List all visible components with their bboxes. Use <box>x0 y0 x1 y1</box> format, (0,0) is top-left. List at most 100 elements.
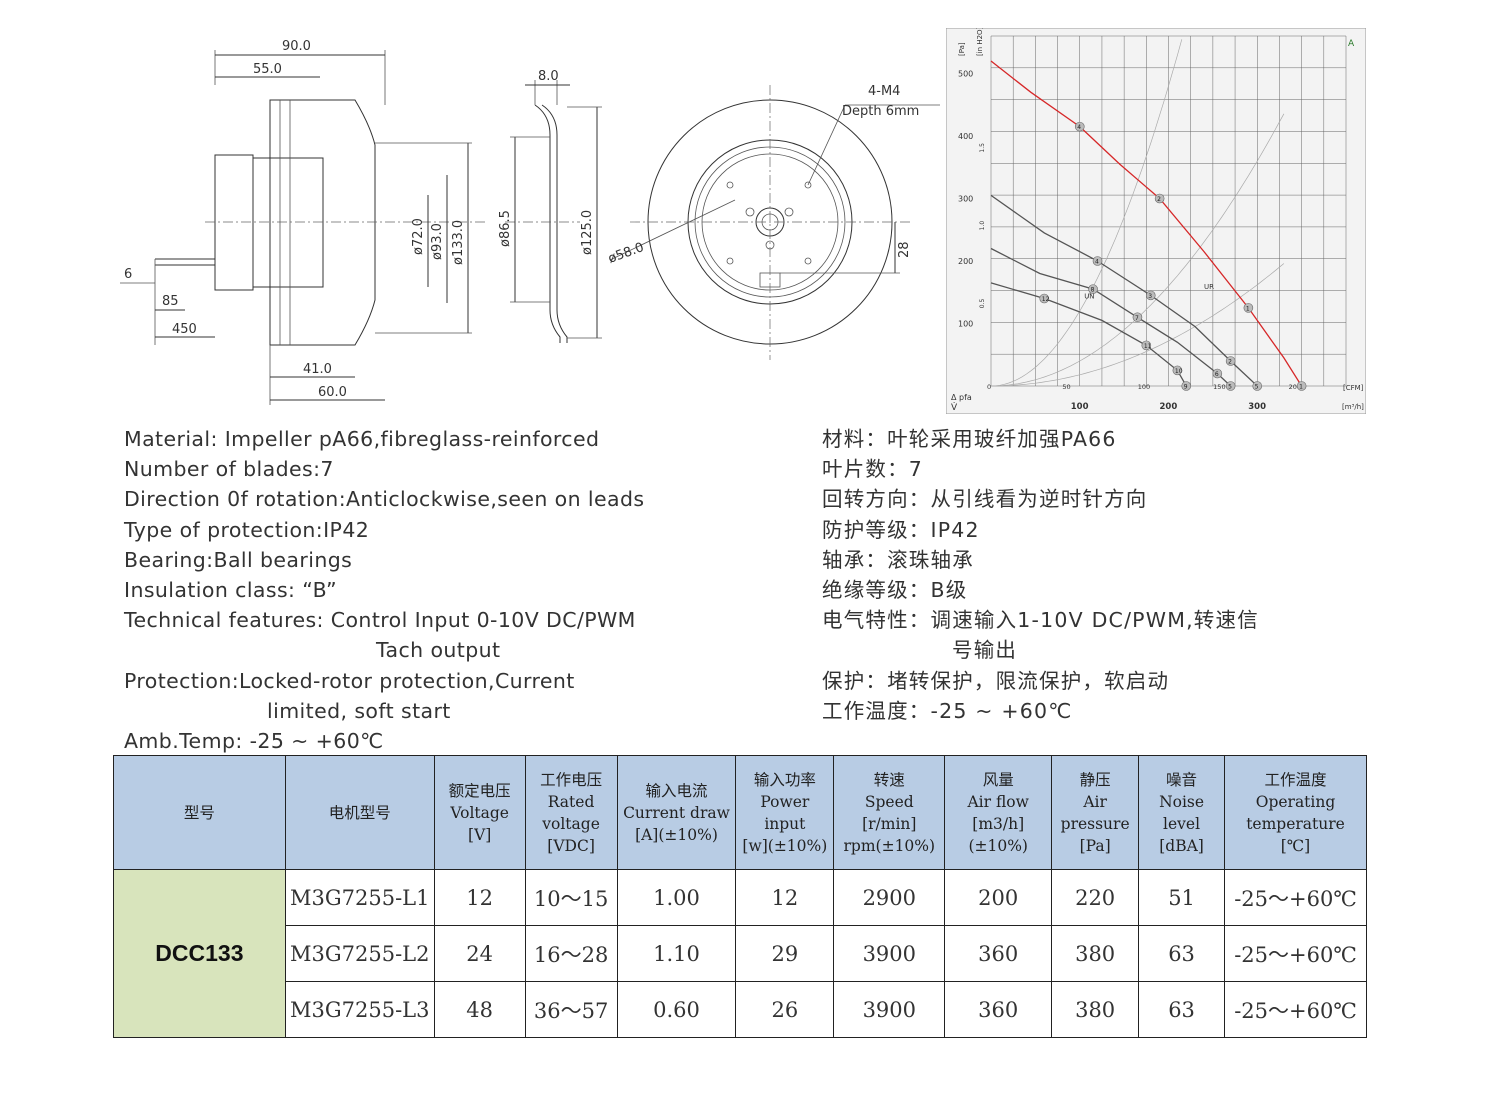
operating-point-label: 1 <box>1246 305 1250 312</box>
column-header-line: 输入电流 <box>645 781 708 800</box>
column-header-line: (±10%) <box>968 836 1028 855</box>
table-cell: 200 <box>944 869 1053 926</box>
column-header: 工作温度 Operating temperature [℃] <box>1224 755 1367 870</box>
y-tick-label: 300 <box>958 195 973 204</box>
dim-8: 8.0 <box>538 69 559 84</box>
x-unit-cfm: [CFM] <box>1343 384 1364 392</box>
dim-total-width: 90.0 <box>282 39 311 54</box>
section-view: 8.0 ø86.5 ø125.0 <box>498 69 602 343</box>
table-cell: -25～+60℃ <box>1224 925 1367 982</box>
operating-point-label: 12 <box>1042 296 1050 303</box>
dim-133: ø133.0 <box>451 220 466 265</box>
table-cell: 1.00 <box>616 869 737 926</box>
dim-58: ø58.0 <box>606 240 646 267</box>
x-cfm-tick-label: 200 <box>1289 383 1301 391</box>
spec-rotation: Direction 0f rotation:Anticlockwise,seen… <box>124 487 645 512</box>
lead-6: 6 <box>124 267 132 282</box>
table-cell: 3900 <box>833 925 946 982</box>
operating-point-marker <box>1212 368 1223 379</box>
operating-point-marker <box>1092 256 1103 266</box>
column-header-line: Operating <box>1255 792 1336 811</box>
operating-point-marker <box>1181 381 1192 391</box>
operating-point-marker <box>1172 365 1183 376</box>
spec-zh-bearing: 轴承：滚珠轴承 <box>822 547 974 572</box>
column-header-line: 工作电压 <box>540 770 603 789</box>
spec-technical-cont: Tach output <box>376 638 501 663</box>
column-header-line: 风量 <box>982 770 1014 789</box>
spec-zh-protection-type: 防护等级：IP42 <box>822 517 980 542</box>
column-header-line: [℃] <box>1280 836 1311 855</box>
column-header-line: Noise <box>1159 792 1205 811</box>
front-view: 4-M4 Depth 6mm ø58.0 28 <box>606 84 940 360</box>
operating-point-label: 1 <box>1299 384 1303 391</box>
dim-41: 41.0 <box>303 362 332 377</box>
mechanical-drawings: 90.0 55.0 ø72.0 ø93.0 ø133.0 41.0 60.0 6 <box>110 25 940 415</box>
table-cell: 360 <box>944 925 1053 982</box>
column-header-line: Power <box>760 792 810 811</box>
column-header-line: Voltage <box>450 803 509 822</box>
operating-point-label: 2 <box>1157 196 1161 203</box>
operating-point-marker <box>1039 293 1050 304</box>
dim-125: ø125.0 <box>580 210 595 255</box>
table-cell: 36～57 <box>524 981 618 1038</box>
table-cell: M3G7255-L1 <box>284 869 435 926</box>
operating-point-label: 3 <box>1148 293 1152 300</box>
column-header-line: 额定电压 <box>448 781 511 800</box>
table-cell: 220 <box>1051 869 1140 926</box>
column-header: 型号 <box>113 755 286 870</box>
spec-amb-temp: Amb.Temp: -25 ~ +60℃ <box>124 728 384 753</box>
y-tick-label: 500 <box>958 70 973 79</box>
lead-450: 450 <box>172 322 197 337</box>
operating-point-marker <box>1243 303 1254 313</box>
table-cell: 29 <box>735 925 835 982</box>
column-header-line: input <box>764 814 806 833</box>
y-symbol: Δ pfa <box>951 393 972 402</box>
column-header-line: level <box>1163 814 1201 833</box>
table-cell: 12 <box>433 869 526 926</box>
operating-point-label: 6 <box>1215 371 1219 378</box>
table-cell: 51 <box>1138 869 1226 926</box>
column-header-line: Air <box>1083 792 1107 811</box>
x-cfm-tick-label: 100 <box>1138 383 1150 391</box>
y-tick-label: 200 <box>958 257 973 266</box>
x-m3h-tick-label: 300 <box>1248 402 1266 412</box>
column-header: 额定电压 Voltage [V] <box>433 755 526 870</box>
table-cell: M3G7255-L3 <box>284 981 435 1038</box>
table-cell: 63 <box>1138 981 1226 1038</box>
spec-zh-material: 材料：叶轮采用玻纤加强PA66 <box>822 427 1117 451</box>
table-cell: 12 <box>735 869 835 926</box>
screw-note-1: 4-M4 <box>868 84 900 99</box>
column-header-line: [V] <box>468 825 492 844</box>
y-tick-label: 400 <box>958 132 973 141</box>
operating-point-marker <box>1132 312 1143 323</box>
column-header-line: [m3/h] <box>972 814 1025 833</box>
spec-bearing: Bearing:Ball bearings <box>124 547 353 572</box>
spec-protection: Protection:Locked-rotor protection,Curre… <box>124 668 575 693</box>
spec-zh-blades: 叶片数：7 <box>822 457 924 482</box>
x-m3h-tick-label: 200 <box>1160 402 1178 412</box>
dim-72: ø72.0 <box>411 218 426 255</box>
column-header-line: 工作温度 <box>1264 770 1327 789</box>
spec-zh-protection: 保护：堵转保护，限流保护，软启动 <box>822 668 1170 693</box>
operating-point-label: 9 <box>1184 384 1188 391</box>
operating-point-marker <box>1074 121 1085 132</box>
column-header: 电机型号 <box>284 755 435 870</box>
x-cfm-tick-label: 50 <box>1062 383 1070 391</box>
column-header-line: temperature <box>1246 814 1345 833</box>
column-header-line: Air flow <box>967 792 1029 811</box>
y-water-tick-label: 1.0 <box>979 221 986 231</box>
spec-protection-type: Type of protection:IP42 <box>124 517 370 542</box>
table-cell: 24 <box>433 925 526 982</box>
spec-protection-cont: limited, soft start <box>267 698 451 723</box>
lead-85: 85 <box>162 294 179 309</box>
